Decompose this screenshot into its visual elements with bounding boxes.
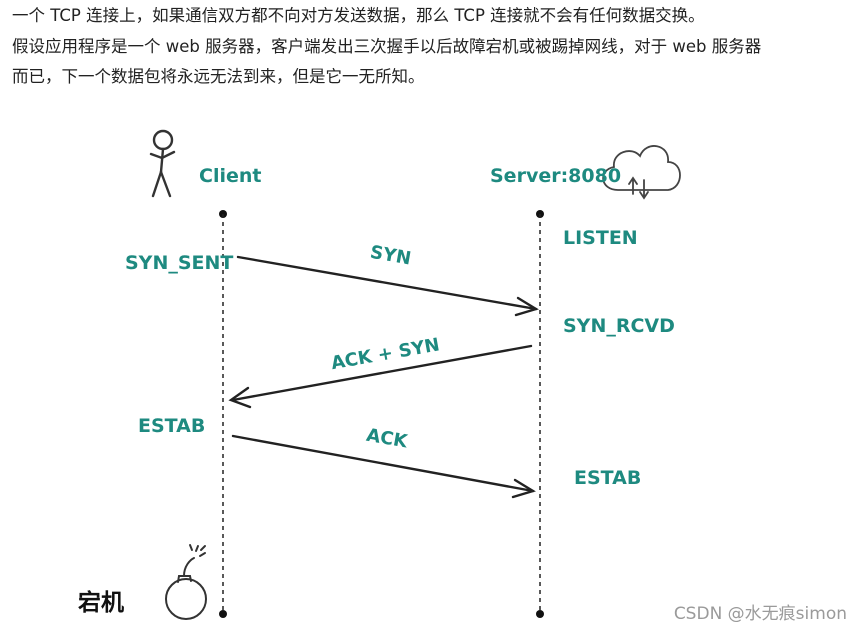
stick-figure-icon xyxy=(149,129,176,198)
client-lifeline xyxy=(219,210,227,618)
server-state-syn-rcvd: SYN_RCVD xyxy=(563,315,675,337)
client-state-estab: ESTAB xyxy=(138,415,205,437)
server-state-listen: LISTEN xyxy=(563,227,638,249)
server-label: Server:8080 xyxy=(490,165,621,187)
client-state-syn-sent: SYN_SENT xyxy=(125,252,233,274)
paragraph-3: 而已，下一个数据包将永远无法到来，但是它一无所知。 xyxy=(12,67,425,86)
watermark: CSDN @水无痕simon xyxy=(673,604,847,624)
ack-syn-arrow xyxy=(228,344,533,409)
syn-arrow xyxy=(236,255,539,317)
server-lifeline xyxy=(536,210,544,618)
ack-label: ACK xyxy=(365,425,410,453)
syn-label: SYN xyxy=(369,242,413,270)
client-label: Client xyxy=(199,165,261,187)
paragraph-2: 假设应用程序是一个 web 服务器，客户端发出三次握手以后故障宕机或被踢掉网线，… xyxy=(12,37,762,56)
ack-arrow xyxy=(231,434,536,499)
paragraph-1: 一个 TCP 连接上，如果通信双方都不向对方发送数据，那么 TCP 连接就不会有… xyxy=(12,6,705,25)
server-state-estab: ESTAB xyxy=(574,467,641,489)
ack-syn-label: ACK + SYN xyxy=(329,334,441,374)
tcp-handshake-diagram: Client Server:8080 SYN_SENT ESTAB LISTEN… xyxy=(78,129,681,620)
bomb-icon xyxy=(165,544,207,620)
crash-label: 宕机 xyxy=(78,589,124,616)
cloud-upload-download-icon xyxy=(602,145,681,200)
